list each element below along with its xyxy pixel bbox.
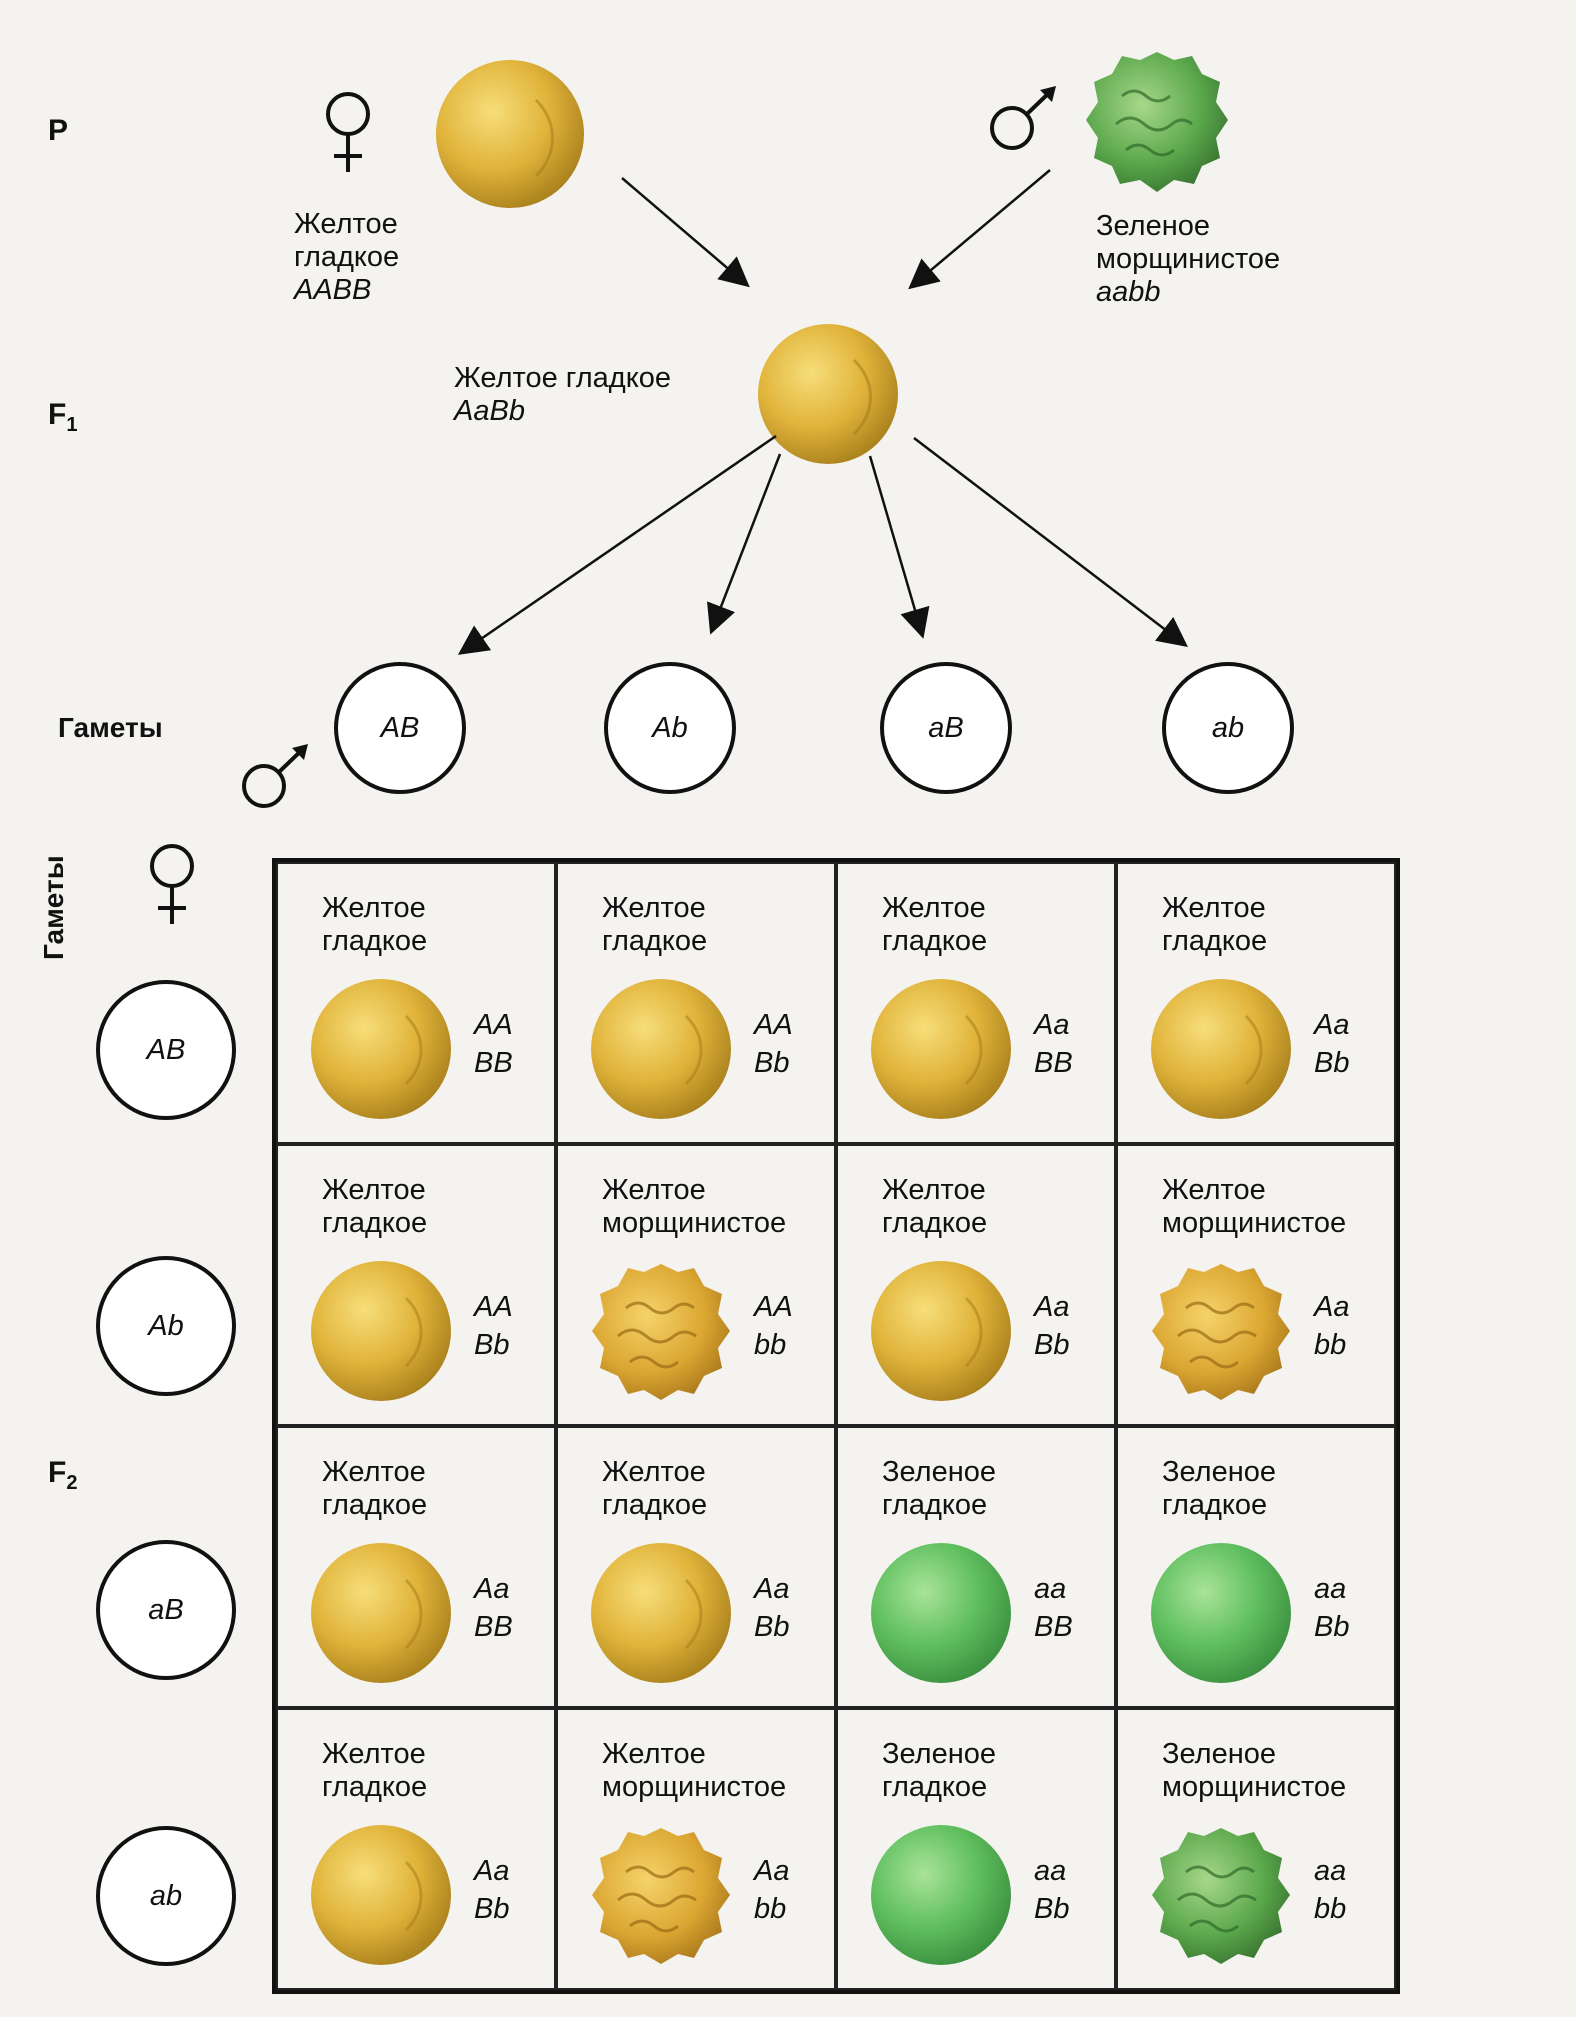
pea-green-smooth xyxy=(1151,1543,1291,1683)
parent-pea-yellow-smooth xyxy=(436,60,584,208)
parent-pea-green-wrinkled xyxy=(1086,52,1228,192)
pea-green-smooth xyxy=(871,1543,1011,1683)
female-parent-label: Желтое гладкое AABB xyxy=(294,208,400,306)
female-gamete-1: AB xyxy=(96,980,236,1120)
pea-yellow-smooth xyxy=(871,979,1011,1119)
pea-green-wrinkled xyxy=(1152,1828,1290,1964)
pea-green-smooth xyxy=(871,1825,1011,1965)
male-gamete-3: aB xyxy=(880,662,1012,794)
male-gamete-4: ab xyxy=(1162,662,1294,794)
male-symbol-gametes-icon xyxy=(242,744,308,808)
female-gametes-label: Гаметы xyxy=(38,855,69,960)
female-gamete-3: aB xyxy=(96,1540,236,1680)
pea-yellow-smooth xyxy=(311,979,451,1119)
female-symbol-icon xyxy=(326,92,370,172)
female-gamete-4: ab xyxy=(96,1826,236,1966)
female-gamete-2: Ab xyxy=(96,1256,236,1396)
male-gametes-label: Гаметы xyxy=(58,712,163,743)
pea-yellow-smooth xyxy=(311,1261,451,1401)
f1-label: Желтое гладкое AaBb xyxy=(454,362,671,427)
f1-pea-yellow-smooth xyxy=(758,324,898,464)
male-symbol-icon xyxy=(990,86,1056,150)
generation-label-p: P xyxy=(48,114,69,147)
pea-yellow-smooth xyxy=(591,1543,731,1683)
female-symbol-gametes-icon xyxy=(150,844,194,924)
pea-yellow-smooth xyxy=(311,1825,451,1965)
generation-label-f1: F1 xyxy=(48,398,78,436)
pea-yellow-wrinkled xyxy=(592,1264,730,1400)
pea-yellow-wrinkled xyxy=(592,1828,730,1964)
generation-label-f2: F2 xyxy=(48,1456,78,1494)
pea-yellow-smooth xyxy=(311,1543,451,1683)
pea-yellow-smooth xyxy=(871,1261,1011,1401)
male-gamete-2: Ab xyxy=(604,662,736,794)
male-gamete-1: AB xyxy=(334,662,466,794)
pea-yellow-smooth xyxy=(1151,979,1291,1119)
pea-yellow-smooth xyxy=(591,979,731,1119)
pea-yellow-wrinkled xyxy=(1152,1264,1290,1400)
male-parent-label: Зеленое морщинистое aabb xyxy=(1096,210,1281,308)
